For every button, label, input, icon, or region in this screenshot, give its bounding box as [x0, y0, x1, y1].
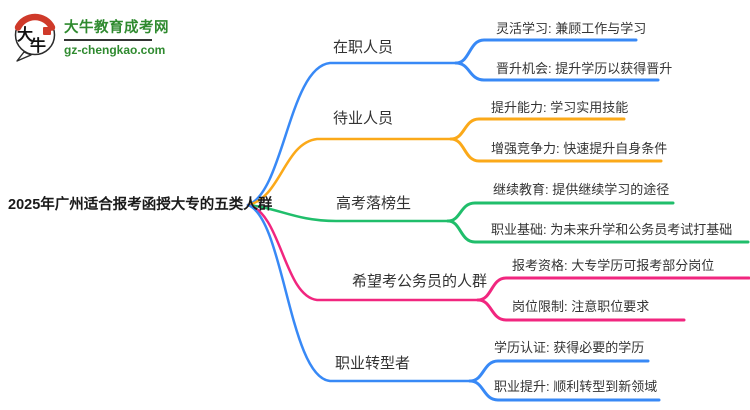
- underline-improve-ability: [449, 117, 626, 141]
- underline-competitiveness: [449, 137, 663, 163]
- branch-gaokao-failed: 高考落榜生: [336, 195, 412, 212]
- underline-promotion-chance: [454, 61, 660, 82]
- branch-career-changer: 职业转型者: [335, 355, 411, 372]
- subtopic-post-restriction: 岗位限制: 注意职位要求: [512, 299, 650, 314]
- branch-line-unemployed: [246, 137, 453, 207]
- logo-divider: [64, 39, 152, 42]
- subtopic-flexible-study: 灵活学习: 兼顾工作与学习: [496, 21, 647, 36]
- cow-speech-bubble-icon: 大 牛: [14, 13, 56, 62]
- underline-exam-eligibility: [476, 276, 750, 302]
- root-topic: 2025年广州适合报考函授大专的五类人群: [8, 197, 273, 213]
- branch-line-gaokao-failed: [246, 203, 450, 223]
- subtopic-exam-eligibility: 报考资格: 大专学历可报考部分岗位: [512, 258, 715, 273]
- underline-continuing-education: [446, 201, 675, 223]
- site-title: 大牛教育成考网: [64, 20, 169, 36]
- site-logo[interactable]: 大 牛 大牛教育成考网 gz-chengkao.com: [10, 10, 169, 62]
- underline-post-restriction: [476, 298, 686, 322]
- underline-career-upgrade: [468, 379, 661, 402]
- underline-degree-certification: [468, 359, 650, 383]
- subtopic-competitiveness: 增强竞争力: 快速提升自身条件: [491, 141, 668, 156]
- subtopic-improve-ability: 提升能力: 学习实用技能: [491, 100, 629, 115]
- branch-civil-servant: 希望考公务员的人群: [352, 273, 488, 290]
- subtopic-career-foundation: 职业基础: 为未来升学和公务员考试打基础: [491, 222, 733, 237]
- underline-flexible-study: [454, 38, 638, 65]
- subtopic-continuing-education: 继续教育: 提供继续学习的途径: [493, 182, 670, 197]
- branch-unemployed: 待业人员: [333, 110, 394, 127]
- branch-line-career-changer: [246, 203, 472, 383]
- logo-glyph-da: 大: [17, 25, 33, 44]
- underline-career-foundation: [446, 219, 750, 244]
- branch-line-civil-servant: [246, 203, 480, 302]
- branch-employed: 在职人员: [333, 39, 394, 56]
- branch-line-employed: [246, 61, 458, 207]
- logo-glyph-niu: 牛: [30, 36, 46, 55]
- subtopic-career-upgrade: 职业提升: 顺利转型到新领域: [494, 379, 658, 394]
- site-domain[interactable]: gz-chengkao.com: [64, 43, 166, 58]
- subtopic-degree-certification: 学历认证: 获得必要的学历: [494, 340, 645, 355]
- subtopic-promotion-chance: 晋升机会: 提升学历以获得晋升: [496, 61, 673, 76]
